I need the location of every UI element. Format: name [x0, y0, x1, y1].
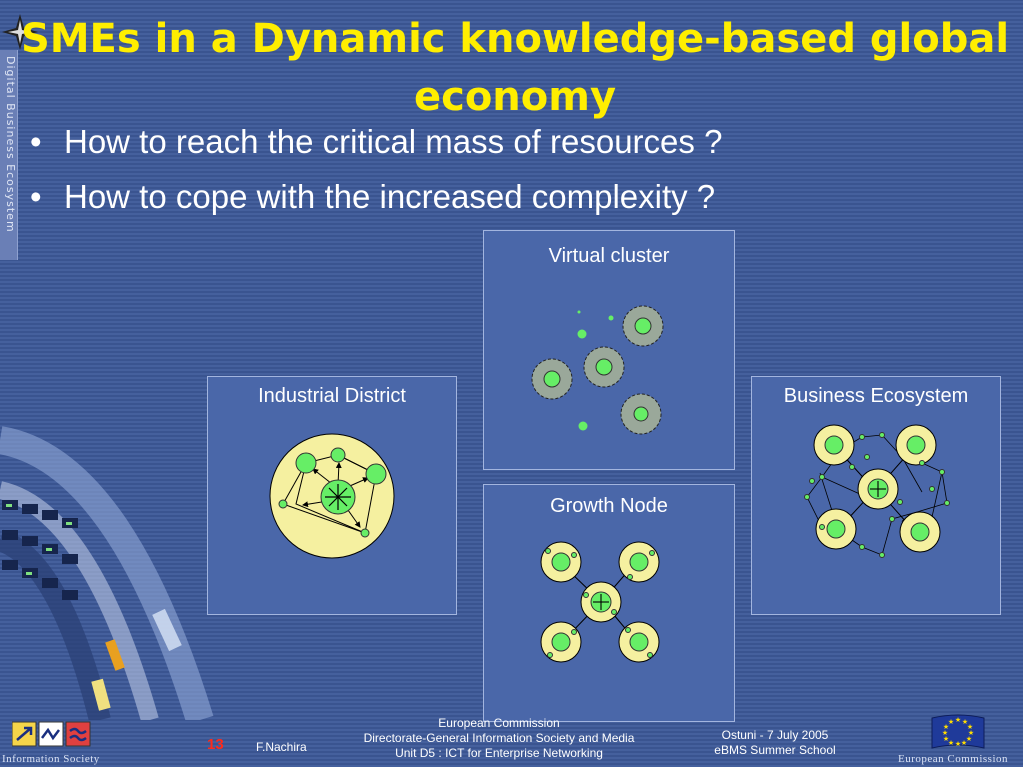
business-ecosystem-box: Business Ecosystem	[751, 376, 1001, 615]
side-strip	[0, 50, 18, 260]
svg-text:★: ★	[948, 718, 954, 726]
virtual-cluster-diagram	[531, 305, 664, 435]
svg-text:★: ★	[966, 735, 972, 743]
svg-text:★: ★	[948, 739, 954, 747]
svg-text:★: ★	[961, 739, 967, 747]
industrial-district-box: Industrial District	[207, 376, 457, 615]
business-ecosystem-diagram	[804, 424, 950, 558]
business-ecosystem-label: Business Ecosystem	[783, 385, 969, 407]
footer-right: Ostuni - 7 July 2005 eBMS Summer School	[714, 728, 836, 757]
svg-text:★: ★	[955, 740, 961, 748]
author: F.Nachira	[256, 740, 307, 754]
information-society-logo	[12, 721, 91, 747]
page-number: 13	[207, 736, 224, 753]
slide-title: SMEs in a Dynamic knowledge-based global…	[20, 16, 1010, 120]
industrial-district-diagram	[269, 433, 395, 559]
virtual-cluster-label: Virtual cluster	[548, 245, 670, 267]
bullet-item: •How to reach the critical mass of resou…	[30, 123, 723, 160]
virtual-cluster-box: Virtual cluster	[483, 230, 735, 470]
information-society-text: Information Society	[2, 753, 100, 765]
svg-text:★: ★	[943, 723, 949, 731]
footer-center: European Commission Directorate-General …	[363, 716, 635, 760]
svg-text:★: ★	[943, 735, 949, 743]
growth-node-box: Growth Node	[483, 484, 735, 722]
svg-text:★: ★	[968, 729, 974, 737]
svg-text:★: ★	[955, 716, 961, 724]
growth-node-diagram	[540, 541, 660, 663]
growth-node-label: Growth Node	[550, 495, 668, 517]
european-commission-text: European Commission	[898, 753, 1009, 765]
side-label: Digital Business Ecosystem	[4, 56, 17, 233]
svg-text:★: ★	[962, 718, 968, 726]
eu-flag-icon: ★★★ ★★★ ★★★ ★★★	[931, 714, 985, 749]
bullet-list: •How to reach the critical mass of resou…	[30, 118, 930, 228]
industrial-district-label: Industrial District	[258, 385, 406, 407]
star-logo-icon	[2, 14, 38, 50]
svg-text:★: ★	[942, 729, 948, 737]
bullet-item: •How to cope with the increased complexi…	[30, 178, 716, 215]
svg-text:★: ★	[967, 723, 973, 731]
decorative-swirl	[0, 426, 214, 720]
